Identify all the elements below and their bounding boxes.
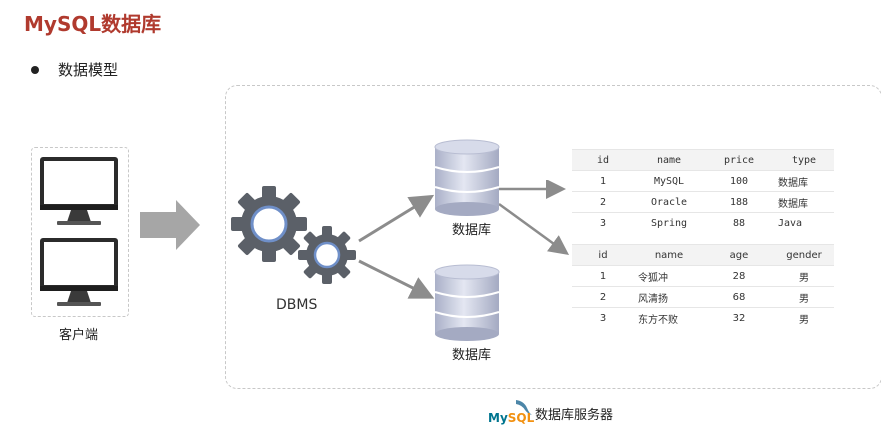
table-cell: 88	[704, 212, 774, 233]
column-header: age	[704, 244, 774, 266]
table-cell: Oracle	[634, 191, 704, 213]
page-title: MySQL数据库	[24, 12, 162, 36]
table-cell: 32	[704, 307, 774, 328]
table-cell: 数据库	[774, 170, 834, 192]
database-server-label: 数据库服务器	[535, 408, 614, 423]
table-row: 1 MySQL 100 数据库	[572, 170, 834, 192]
column-header: gender	[774, 244, 834, 266]
table-cell: Spring	[634, 212, 704, 233]
table-cell: Java	[774, 212, 834, 233]
client-label: 客户端	[59, 328, 99, 343]
table-cell: 1	[572, 265, 634, 287]
table-cell: 东方不败	[634, 307, 704, 328]
table-cell: 令狐冲	[634, 265, 704, 287]
table-cell: 2	[572, 286, 634, 308]
column-header: name	[634, 149, 704, 171]
column-header: id	[572, 149, 634, 171]
table-row: 2 Oracle 188 数据库	[572, 191, 834, 213]
table-cell: 2	[572, 191, 634, 213]
data-table-products: id name price type 1 MySQL 100 数据库 2 Ora…	[572, 149, 834, 233]
mysql-logo-icon: MySQL	[488, 400, 534, 425]
database-server-box	[225, 85, 881, 389]
arrow-right-icon	[140, 200, 200, 250]
database-icon	[434, 264, 500, 341]
table-cell: 数据库	[774, 191, 834, 213]
monitor-icon	[40, 157, 118, 225]
table-header-row: id name price type	[572, 149, 834, 171]
client-box	[31, 147, 129, 317]
monitor-icon	[40, 238, 118, 306]
table-cell: 68	[704, 286, 774, 308]
table-cell: 男	[774, 307, 834, 328]
table-cell: 3	[572, 307, 634, 328]
section-heading: 数据模型	[58, 61, 119, 79]
dbms-label: DBMS	[276, 297, 318, 313]
gear-icon	[298, 226, 356, 284]
data-table-users: id name age gender 1 令狐冲 28 男 2 风清扬 68 男…	[572, 244, 834, 328]
table-header-row: id name age gender	[572, 244, 834, 266]
table-row: 3 Spring 88 Java	[572, 212, 834, 233]
gear-icon	[231, 186, 307, 262]
table-cell: 风清扬	[634, 286, 704, 308]
table-cell: 男	[774, 286, 834, 308]
table-cell: 28	[704, 265, 774, 287]
column-header: name	[634, 244, 704, 266]
table-cell: 100	[704, 170, 774, 192]
database-icon	[434, 139, 500, 216]
table-row: 1 令狐冲 28 男	[572, 265, 834, 287]
column-header: id	[572, 244, 634, 266]
table-cell: 3	[572, 212, 634, 233]
table-cell: 188	[704, 191, 774, 213]
table-row: 2 风清扬 68 男	[572, 286, 834, 308]
table-row: 3 东方不败 32 男	[572, 307, 834, 328]
table-cell: MySQL	[634, 170, 704, 192]
table-cell: 1	[572, 170, 634, 192]
database-label: 数据库	[452, 223, 492, 238]
column-header: type	[774, 149, 834, 171]
bullet-dot	[31, 66, 39, 74]
table-cell: 男	[774, 265, 834, 287]
column-header: price	[704, 149, 774, 171]
connector-arrows	[358, 180, 570, 299]
database-label: 数据库	[452, 348, 492, 363]
svg-text:MySQL: MySQL	[488, 411, 534, 425]
